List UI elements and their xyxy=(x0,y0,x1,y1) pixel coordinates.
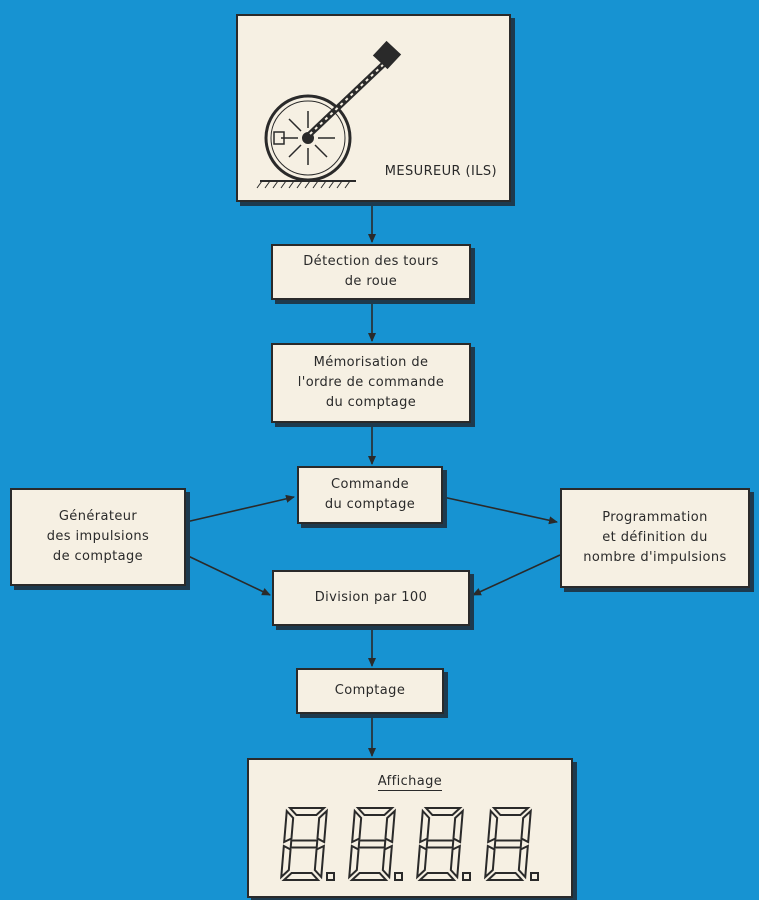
segment-f xyxy=(351,808,363,844)
segment-e xyxy=(280,844,292,880)
segment-e xyxy=(348,844,360,880)
segment-d xyxy=(349,872,389,881)
segment-b xyxy=(316,808,328,844)
commande-block: Commande du comptage xyxy=(297,466,443,524)
decimal-point xyxy=(530,872,539,881)
segment-c xyxy=(381,844,393,880)
segment-f xyxy=(487,808,499,844)
segment-a xyxy=(287,807,327,816)
segment-c xyxy=(517,844,529,880)
memorisation-label: Mémorisation de l'ordre de commande du c… xyxy=(297,355,445,410)
segment-b xyxy=(520,808,532,844)
memorisation-block: Mémorisation de l'ordre de commande du c… xyxy=(271,343,471,423)
segment-c xyxy=(313,844,325,880)
measurer-block: MESUREUR (ILS) xyxy=(236,14,511,202)
measuring-wheel-icon xyxy=(256,40,402,189)
segment-g xyxy=(289,839,319,849)
decimal-point xyxy=(394,872,403,881)
generateur-block: Générateur des impulsions de comptage xyxy=(10,488,186,586)
generateur-label: Générateur des impulsions de comptage xyxy=(46,509,150,564)
segment-d xyxy=(281,872,321,881)
segment-c xyxy=(449,844,461,880)
programmation-block: Programmation et définition du nombre d'… xyxy=(560,488,750,588)
decimal-point xyxy=(326,872,335,881)
segment-g xyxy=(425,839,455,849)
segment-a xyxy=(491,807,531,816)
detection-block: Détection des tours de roue xyxy=(271,244,471,300)
segment-d xyxy=(417,872,457,881)
detection-label: Détection des tours de roue xyxy=(303,254,439,289)
division-label: Division par 100 xyxy=(314,590,428,605)
segment-g xyxy=(493,839,523,849)
measurer-label: MESUREUR (ILS) xyxy=(384,164,497,179)
comptage-label: Comptage xyxy=(334,683,406,698)
arrow-generator-to-commande xyxy=(185,494,295,523)
segment-a xyxy=(423,807,463,816)
division-block: Division par 100 xyxy=(272,570,470,626)
affichage-label: Affichage xyxy=(377,774,443,791)
segment-b xyxy=(452,808,464,844)
arrow-programmation-to-division xyxy=(472,554,561,596)
arrow-generator-to-division xyxy=(185,554,271,596)
programmation-label: Programmation et définition du nombre d'… xyxy=(583,510,727,565)
segment-g xyxy=(357,839,387,849)
segment-f xyxy=(419,808,431,844)
segment-e xyxy=(416,844,428,880)
commande-label: Commande du comptage xyxy=(324,477,416,512)
arrow-commande-to-programmation xyxy=(442,496,558,525)
segment-f xyxy=(283,808,295,844)
comptage-block: Comptage xyxy=(296,668,444,714)
segment-a xyxy=(355,807,395,816)
segment-d xyxy=(485,872,525,881)
segment-b xyxy=(384,808,396,844)
segment-e xyxy=(484,844,496,880)
seven-segment-display-icon xyxy=(280,807,539,881)
affichage-block: Affichage xyxy=(247,758,573,898)
decimal-point xyxy=(462,872,471,881)
